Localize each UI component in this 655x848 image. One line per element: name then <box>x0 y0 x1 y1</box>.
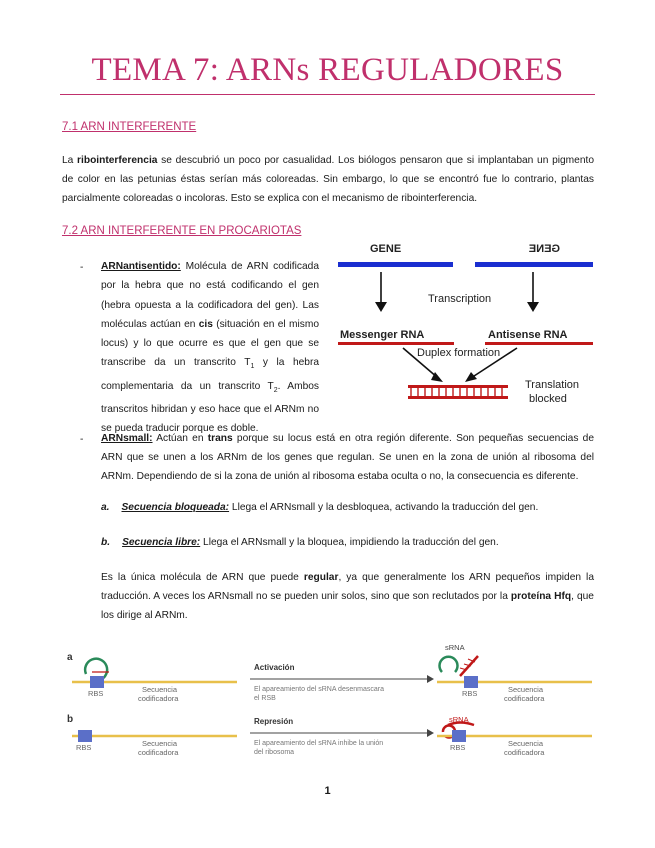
term-secuencia-bloqueada: Secuencia bloqueada: <box>121 502 230 513</box>
transcription-label: Transcription <box>428 293 491 305</box>
row-a-label: a <box>67 652 73 663</box>
term-ribointerferencia: ribointerferencia <box>77 155 158 166</box>
text: , ya que generalmente los ARN pequeños i… <box>101 572 594 603</box>
activacion-label: Activación <box>254 663 295 672</box>
rbs-box <box>452 730 466 742</box>
arrow-icon <box>465 372 477 382</box>
codificadora-label: codificadora <box>504 694 545 703</box>
list-marker: b. <box>101 537 111 548</box>
srna-label: sRNA <box>445 643 465 652</box>
term-regular: regular <box>303 572 339 583</box>
text: Actúan en <box>152 433 208 444</box>
antisense-rna-label: Antisense RNA <box>488 329 568 341</box>
bullet-dash: - <box>80 434 84 445</box>
duplex-ladder <box>408 385 508 399</box>
rbs-label: RBS <box>76 743 91 752</box>
subscript: 1 <box>250 363 255 371</box>
activacion-desc-1: El apareamiento del sRNA desenmascara <box>254 686 384 693</box>
srna-strand <box>459 655 479 677</box>
text: La <box>62 155 78 166</box>
represion-label: Represión <box>254 717 293 726</box>
list-marker: a. <box>101 502 110 513</box>
antisense-strand <box>485 342 593 345</box>
term-arnantisentido: ARNantisentido: <box>101 261 181 272</box>
page-title: TEMA 7: ARNs REGULADORES <box>91 52 564 88</box>
srna-regulation-figure: a RBS Secuencia codificadora Activación … <box>67 643 592 757</box>
srna-hairpin <box>441 724 457 739</box>
activacion-desc-2: el RSB <box>254 695 276 702</box>
arrow-down-icon <box>375 302 387 312</box>
rbs-label: RBS <box>88 689 103 698</box>
mrna-strand <box>338 342 454 345</box>
codificadora-label: codificadora <box>504 748 545 757</box>
gene-mirror-label: GENE <box>529 243 560 255</box>
rbs-box <box>464 676 478 688</box>
arrow-icon <box>431 372 443 382</box>
blocked-label: blocked <box>529 393 567 405</box>
rbs-box <box>78 730 92 742</box>
term-arnsmall: ARNsmall: <box>101 433 153 444</box>
paragraph-regular: Es la única molécula de ARN que puede re… <box>101 568 594 626</box>
text: . Ambos transcritos hibridan y eso hace … <box>101 380 319 435</box>
text: se descubrió un poco por casualidad. Los… <box>62 155 594 205</box>
rbs-label: RBS <box>450 743 465 752</box>
term-proteina-hfq: proteína Hfq <box>510 591 572 603</box>
arrow-right-icon <box>427 729 434 737</box>
term-secuencia-libre: Secuencia libre: <box>122 537 201 548</box>
secuencia-label: Secuencia <box>142 739 178 748</box>
arrow-down-icon <box>527 302 539 312</box>
title-underline <box>60 94 595 95</box>
srna-label: sRNA <box>449 715 469 724</box>
represion-desc-2: del ribosoma <box>254 749 294 756</box>
arrow-right-icon <box>427 675 434 683</box>
list-item-b: b. Secuencia libre: Llega el ARNsmall y l… <box>101 537 499 548</box>
text: (situación en el mismo locus) y lo que o… <box>101 318 319 369</box>
gene-bar-left <box>338 262 453 267</box>
gene-label: GENE <box>370 243 401 255</box>
rbs-box <box>90 676 104 688</box>
text: y la hebra complementaria da un transcri… <box>101 357 319 392</box>
paragraph-antisentido: ARNantisentido: Molécula de ARN codifica… <box>101 257 319 439</box>
bullet-dash: - <box>80 262 84 273</box>
rbs-label: RBS <box>462 689 477 698</box>
represion-desc-1: El apareamiento del sRNA inhibe la unión <box>254 740 383 747</box>
codificadora-label: codificadora <box>138 748 179 757</box>
secuencia-label: Secuencia <box>508 685 544 694</box>
paragraph-ribointerferencia: La ribointerferencia se descubrió un poc… <box>62 151 594 209</box>
term-cis: cis <box>198 318 213 330</box>
secuencia-label: Secuencia <box>142 685 178 694</box>
term-trans: trans <box>207 433 233 444</box>
codificadora-label: codificadora <box>138 694 179 703</box>
text: , que los dirige al ARNm. <box>101 591 594 622</box>
text: porque su locus está en otra región dife… <box>101 433 594 483</box>
section-heading-7-2: 7.2 ARN INTERFERENTE EN PROCARIOTAS <box>62 225 302 237</box>
messenger-rna-label: Messenger RNA <box>340 329 424 341</box>
hairpin-loop <box>438 655 459 673</box>
list-item-a: a. Secuencia bloqueada: Llega el ARNsmall… <box>101 502 538 513</box>
page-number: 1 <box>324 785 331 797</box>
antisense-rna-figure: GENE GENE Transcription Messenger RNA An… <box>335 236 597 408</box>
text: Es la única molécula de ARN que puede <box>101 572 304 583</box>
hairpin-loop <box>83 657 109 682</box>
text: Molécula de ARN codificada por la hebra … <box>101 261 319 330</box>
secuencia-label: Secuencia <box>508 739 544 748</box>
row-b-label: b <box>67 714 73 725</box>
paragraph-arnsmall: ARNsmall: Actúan en trans porque su locu… <box>101 429 594 487</box>
gene-bar-right <box>475 262 593 267</box>
srna-strand <box>447 721 475 727</box>
text: Llega el ARNsmall y la desbloquea, activ… <box>229 502 539 513</box>
section-heading-7-1: 7.1 ARN INTERFERENTE <box>62 121 197 133</box>
text: Llega el ARNsmall y la bloquea, impidien… <box>200 537 499 548</box>
duplex-formation-label: Duplex formation <box>417 347 500 359</box>
subscript: 2 <box>273 386 278 394</box>
translation-label: Translation <box>525 379 579 391</box>
